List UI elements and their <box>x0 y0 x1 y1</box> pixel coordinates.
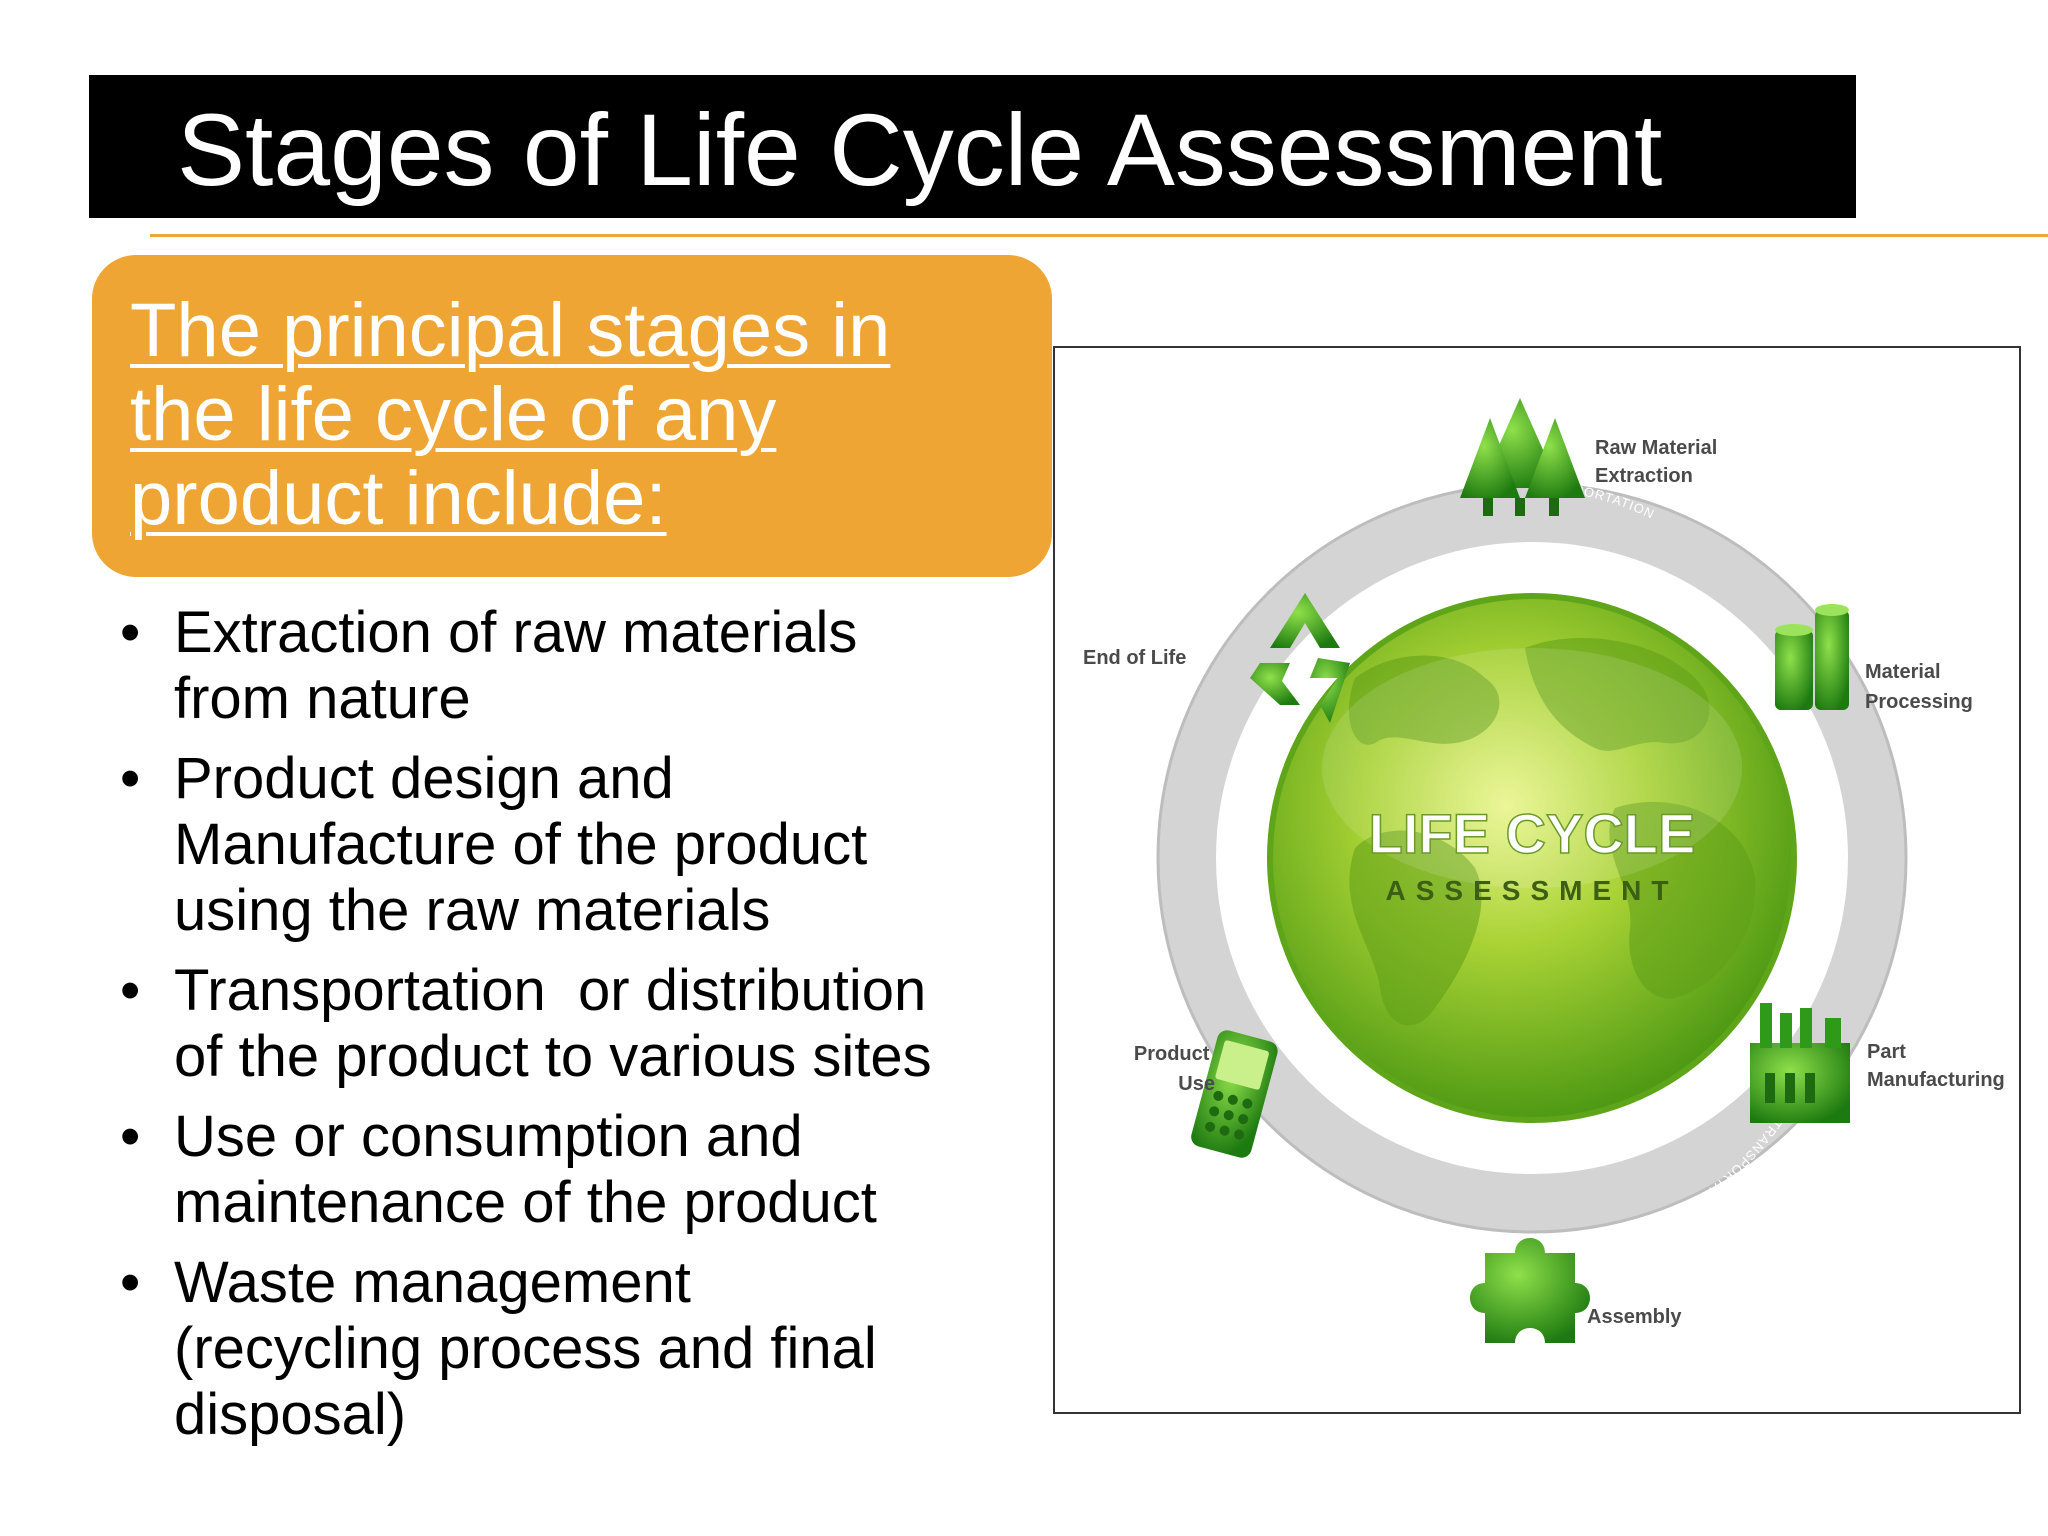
list-item-line: Manufacture of the product <box>174 812 868 877</box>
ring-label-text: TRANSPORTATION <box>1812 766 1833 901</box>
list-item-line: (recycling process and final <box>174 1316 877 1381</box>
list-item: • Transportation or distribution of the … <box>120 958 1020 1090</box>
ring-label-text: TRANSPORTATION <box>1228 836 1252 971</box>
globe-highlight <box>1322 648 1742 888</box>
title-divider <box>150 234 2048 237</box>
list-item-line: maintenance of the product <box>174 1170 877 1235</box>
ring-label: TRANSPORTATION <box>1228 836 1253 971</box>
stage-label-line: Raw Material <box>1595 437 1717 459</box>
stage-list: • Extraction of raw materials from natur… <box>120 600 1020 1462</box>
stage-label-line: Material <box>1865 661 1941 683</box>
recycle-icon <box>1250 593 1350 723</box>
list-item: • Extraction of raw materials from natur… <box>120 600 1020 732</box>
list-item-line: of the product to various sites <box>174 1024 932 1089</box>
lca-diagram-svg: TRANSPORTATION TRANSPORTATION TRANSPORTA… <box>1083 398 2005 1343</box>
list-item: • Use or consumption and maintenance of … <box>120 1104 1020 1236</box>
list-item-line: Transportation or distribution <box>174 958 927 1023</box>
center-subtitle: ASSESSMENT <box>1386 875 1679 906</box>
ring-label: TRANSPORTATION <box>1812 766 1834 901</box>
continents <box>1348 638 1756 1026</box>
processing-icon <box>1775 604 1849 710</box>
stage-label-assembly: Assembly <box>1587 1306 1682 1328</box>
stage-label-end-of-life: End of Life <box>1083 647 1186 669</box>
transport-ring <box>1158 484 1906 1232</box>
bullet-icon: • <box>120 1104 141 1169</box>
stage-label-raw-material: Raw Material Extraction <box>1595 437 1723 487</box>
bullet-icon: • <box>120 1250 141 1315</box>
slide-title: Stages of Life Cycle Assessment <box>177 93 1663 207</box>
stage-label-line: Part <box>1867 1041 1906 1063</box>
list-item-line: disposal) <box>174 1382 407 1447</box>
callout-box: The principal stages in the life cycle o… <box>92 255 1052 577</box>
callout-line: The principal stages in <box>130 288 891 373</box>
bullet-icon: • <box>120 746 141 811</box>
list-item-line: using the raw materials <box>174 878 771 943</box>
tree-icon <box>1460 398 1585 516</box>
stage-label-product-use: Product Use <box>1134 1043 1215 1095</box>
list-item-line: Extraction of raw materials <box>174 600 858 665</box>
list-item-line: Product design and <box>174 746 674 811</box>
list-item-line: Waste management <box>174 1250 691 1315</box>
phone-icon <box>1191 1030 1278 1158</box>
list-item: • Waste management (recycling process an… <box>120 1250 1020 1448</box>
factory-icon <box>1750 1003 1850 1123</box>
puzzle-icon <box>1470 1238 1590 1343</box>
stage-label-line: Manufacturing <box>1867 1069 2005 1091</box>
callout-line: the life cycle of any <box>130 372 777 457</box>
stage-label-material-processing: Material Processing <box>1865 661 1973 713</box>
stage-label-line: Processing <box>1865 691 1973 713</box>
stage-label-line: Use <box>1178 1073 1215 1095</box>
callout-text: The principal stages in the life cycle o… <box>130 289 1010 541</box>
callout-line: product include: <box>130 456 667 541</box>
stage-label-line: Extraction <box>1595 465 1693 487</box>
list-item-line: from nature <box>174 666 471 731</box>
bullet-icon: • <box>120 600 141 665</box>
stage-label-line: Product <box>1134 1043 1210 1065</box>
stage-label-part-manufacturing: Part Manufacturing <box>1867 1041 2005 1091</box>
title-bar: Stages of Life Cycle Assessment <box>89 75 1856 218</box>
lca-diagram: TRANSPORTATION TRANSPORTATION TRANSPORTA… <box>1053 346 2021 1414</box>
bullet-icon: • <box>120 958 141 1023</box>
center-title: LIFE CYCLE <box>1369 802 1696 865</box>
list-item-line: Use or consumption and <box>174 1104 803 1169</box>
list-item: • Product design and Manufacture of the … <box>120 746 1020 944</box>
